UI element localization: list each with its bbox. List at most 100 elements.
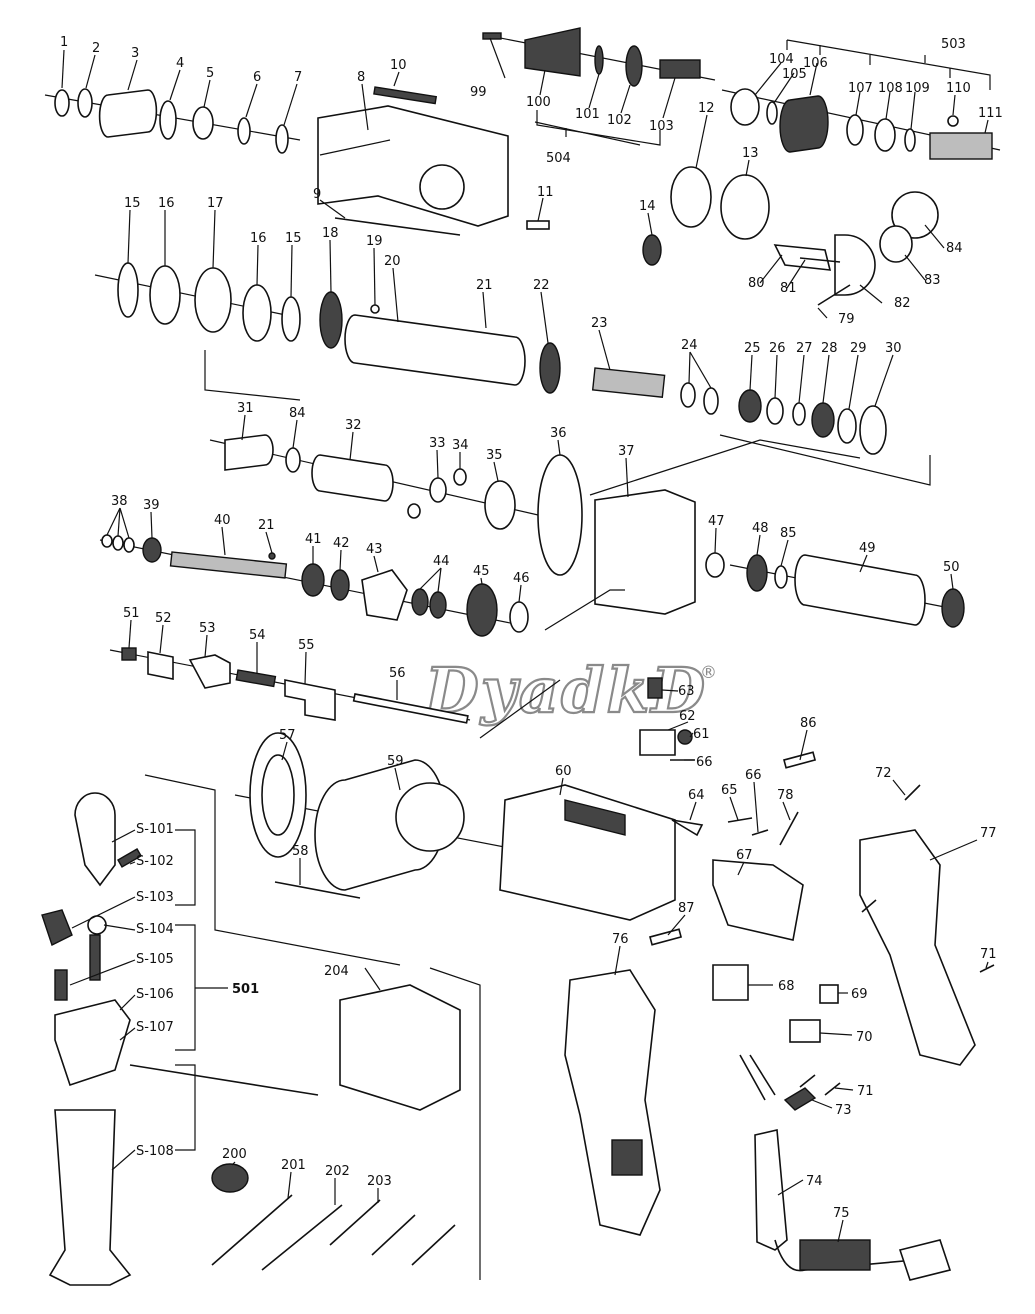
part-103-spindle [659, 59, 701, 79]
part-38-washer [112, 535, 124, 551]
part-84-o-ring [285, 447, 301, 473]
part-43-wobble-bearing [361, 569, 408, 621]
label-22: 22 [533, 278, 550, 293]
label-84a: 84 [946, 241, 963, 256]
part-16-washer [149, 265, 181, 325]
label-200: 200 [222, 1147, 247, 1162]
part-53-bracket [188, 654, 231, 689]
part-7-circlip [275, 124, 289, 154]
label-29: 29 [850, 341, 867, 356]
part-76-handle-half [564, 969, 661, 1236]
part-14-bushing [642, 234, 662, 266]
label-s107: S-107 [136, 1020, 174, 1035]
label-s101: S-101 [136, 822, 174, 837]
part-s103-nut [41, 909, 73, 946]
handle-section [564, 784, 995, 1281]
label-s103: S-103 [136, 890, 174, 905]
part-204-carry-case [339, 984, 461, 1111]
part-29-circlip [837, 408, 857, 444]
part-67-switch-module [712, 859, 804, 941]
part-105-ring [766, 101, 778, 125]
part-21-ball [268, 552, 276, 560]
part-87-pin [649, 928, 683, 946]
part-54-spring [235, 669, 277, 688]
part-108-spring [874, 118, 896, 152]
part-38-circlip [101, 534, 113, 548]
label-111: 111 [978, 106, 1003, 121]
part-23-clutch-shaft [591, 367, 666, 398]
label-4: 4 [176, 56, 184, 71]
part-2-ring [77, 88, 93, 118]
part-51-spring [121, 647, 137, 661]
part-8-housing-bore [419, 164, 465, 210]
part-22-gear [539, 342, 561, 394]
part-78-pin [779, 811, 799, 846]
label-3: 3 [131, 46, 139, 61]
label-72: 72 [875, 766, 892, 781]
part-28-bearing [811, 402, 835, 438]
part-61-knob [677, 729, 693, 745]
part-55-clip [284, 679, 336, 721]
label-74: 74 [806, 1174, 823, 1189]
label-58: 58 [292, 844, 309, 859]
part-79-screw [817, 284, 851, 306]
part-s106-holder [54, 999, 131, 1087]
part-71-screw [799, 1074, 816, 1088]
part-200-bit [211, 1163, 249, 1193]
label-107: 107 [848, 81, 873, 96]
part-202-point-chisel [261, 1204, 343, 1271]
part-13-bearing [720, 174, 770, 240]
label-21a: 21 [476, 278, 493, 293]
label-35: 35 [486, 448, 503, 463]
part-30-ring [859, 405, 887, 455]
label-16b: 16 [250, 231, 267, 246]
label-s108: S-108 [136, 1144, 174, 1159]
label-9: 9 [313, 187, 321, 202]
part-16-washer-b [242, 284, 272, 342]
row-3-piston-assembly [209, 434, 725, 615]
part-81-pin [799, 257, 841, 263]
part-69-terminal [819, 984, 839, 1004]
part-44-gear [429, 591, 447, 619]
part-73-cord-clamp [783, 1087, 817, 1111]
part-86-pin [783, 751, 817, 769]
part-71-screw-c [979, 964, 995, 973]
part-45-gear [466, 583, 498, 637]
label-66b: 66 [745, 768, 762, 783]
label-11: 11 [537, 185, 554, 200]
label-99: 99 [470, 85, 487, 100]
part-75-plug [898, 1239, 952, 1281]
part-49-armature [794, 554, 926, 626]
label-100: 100 [526, 95, 551, 110]
label-85: 85 [780, 526, 797, 541]
label-102: 102 [607, 113, 632, 128]
label-109: 109 [905, 81, 930, 96]
part-64-lever [671, 819, 704, 837]
part-8-gear-housing [317, 105, 509, 227]
label-59: 59 [387, 754, 404, 769]
part-27-ring [792, 402, 806, 426]
part-74-wires [739, 1054, 776, 1101]
label-24: 24 [681, 338, 698, 353]
label-51: 51 [123, 606, 140, 621]
label-47: 47 [708, 514, 725, 529]
label-83: 83 [924, 273, 941, 288]
label-84b: 84 [289, 406, 306, 421]
part-44-clutch [411, 588, 429, 616]
label-81: 81 [780, 281, 797, 296]
label-38: 38 [111, 494, 128, 509]
label-16a: 16 [158, 196, 175, 211]
row-4-drive-assembly [99, 534, 965, 637]
label-504: 504 [546, 151, 571, 166]
part-110-ball [947, 115, 959, 127]
accessories-section [41, 774, 481, 1286]
label-73: 73 [835, 1103, 852, 1118]
label-54: 54 [249, 628, 266, 643]
part-25-bearing [738, 389, 762, 423]
label-42: 42 [333, 536, 350, 551]
label-19: 19 [366, 234, 383, 249]
part-48-bearing [746, 554, 768, 592]
part-38-washer-b [123, 537, 135, 553]
chuck-group [482, 27, 716, 146]
part-34-ring [453, 468, 467, 486]
